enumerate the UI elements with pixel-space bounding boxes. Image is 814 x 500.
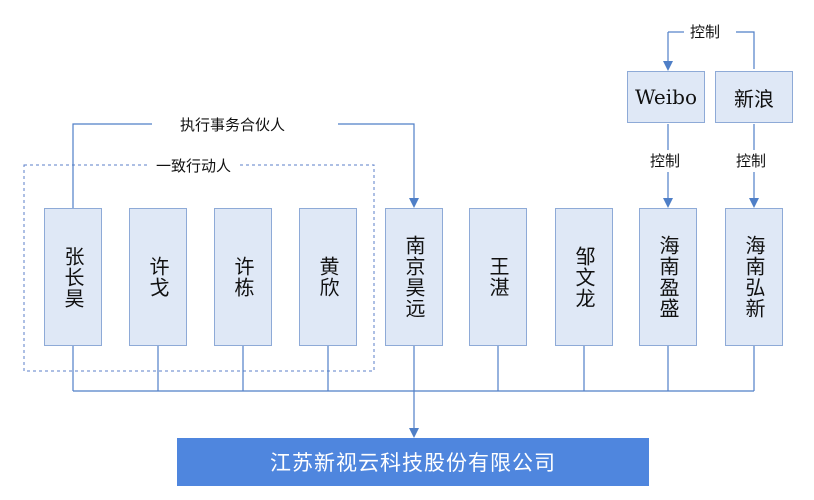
control-label-xinlang: 控制	[732, 150, 771, 171]
shareholder-xu-dong: 许栋	[214, 208, 272, 346]
shareholder-zhang-changhao: 张长昊	[44, 208, 102, 346]
control-label-top: 控制	[686, 21, 725, 42]
shareholder-hainan-yingsheng: 海南盈盛	[639, 208, 697, 346]
executive-partner-label: 执行事务合伙人	[176, 114, 290, 135]
shareholder-label: 许栋	[231, 256, 255, 298]
weibo-label: Weibo	[634, 85, 697, 109]
shareholder-label: 南京昊远	[402, 235, 426, 319]
shareholder-label: 黄欣	[316, 256, 340, 298]
weibo-box: Weibo	[627, 71, 705, 123]
shareholder-huang-xin: 黄欣	[299, 208, 357, 346]
shareholder-label: 海南弘新	[742, 235, 766, 319]
xinlang-label: 新浪	[734, 86, 774, 111]
shareholder-label: 海南盈盛	[656, 235, 680, 319]
company-name: 江苏新视云科技股份有限公司	[270, 451, 556, 475]
shareholder-xu-ge: 许戈	[129, 208, 187, 346]
control-label-weibo: 控制	[646, 150, 685, 171]
shareholder-label: 王湛	[486, 256, 510, 298]
acting-in-concert-label: 一致行动人	[150, 155, 238, 176]
shareholder-wang-zhan: 王湛	[469, 208, 527, 346]
shareholder-hainan-hongxin: 海南弘新	[725, 208, 783, 346]
xinlang-box: 新浪	[715, 71, 793, 123]
shareholder-zou-wenlong: 邹文龙	[555, 208, 613, 346]
shareholder-label: 张长昊	[61, 245, 85, 309]
company-box: 江苏新视云科技股份有限公司	[177, 438, 649, 486]
executive-partner-connector	[72, 123, 414, 208]
shareholder-drop-lines	[72, 346, 755, 391]
shareholder-label: 许戈	[146, 256, 170, 298]
shareholder-nanjing-haoyuan: 南京昊远	[385, 208, 443, 346]
control-connector-top-right	[736, 31, 755, 69]
shareholder-label: 邹文龙	[572, 245, 596, 309]
